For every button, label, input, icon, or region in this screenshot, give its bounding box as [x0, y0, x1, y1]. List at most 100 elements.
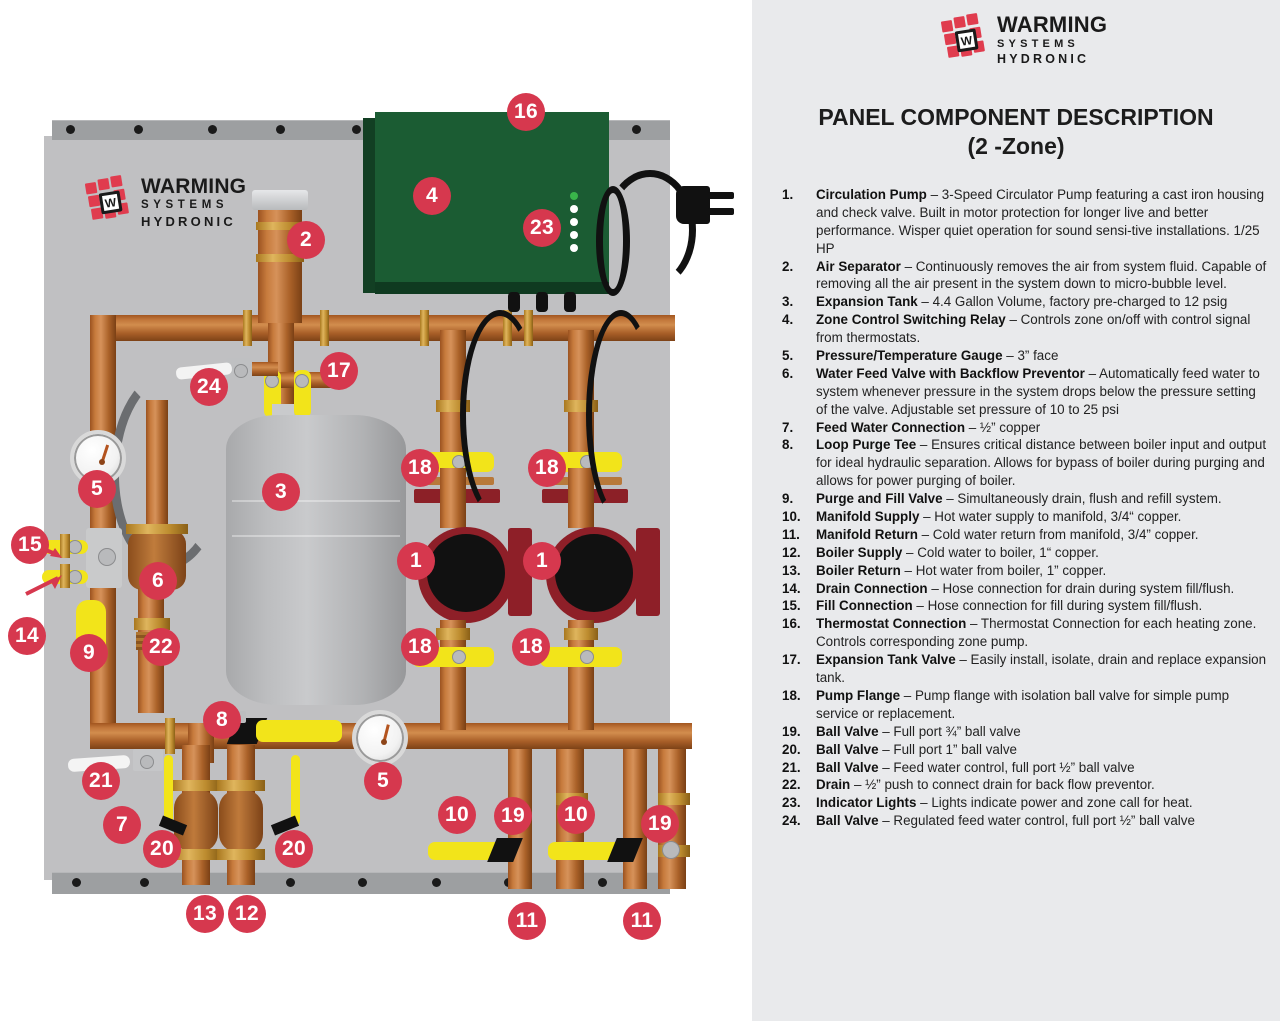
- right-elbow-pipe: [646, 723, 692, 749]
- callout-badge-fill-connection[interactable]: 15: [11, 526, 49, 564]
- ball-valve-20-left-body[interactable]: [174, 790, 218, 852]
- callout-badge-manifold-return-left[interactable]: 11: [508, 902, 546, 940]
- list-item-term: Drain Connection: [816, 580, 928, 596]
- callout-badge-loop-purge-tee[interactable]: 8: [203, 701, 241, 739]
- valve-nut-icon: [140, 755, 154, 769]
- callout-badge-drain-push-connect[interactable]: 22: [142, 628, 180, 666]
- callout-badge-gauge-upper[interactable]: 5: [78, 470, 116, 508]
- list-item-term: Boiler Return: [816, 562, 901, 578]
- pipe-collar: [172, 780, 220, 791]
- callout-badge-feed-water-ball-valve[interactable]: 21: [82, 762, 120, 800]
- list-item-description: – Cold water return from manifold, 3/4” …: [917, 526, 1199, 542]
- list-item-number: 22.: [782, 777, 801, 793]
- callout-badge-pump-flange-lower-right[interactable]: 18: [512, 628, 550, 666]
- list-item-term: Boiler Supply: [816, 544, 903, 560]
- list-item-body: Feed Water Connection – ½” copper: [816, 419, 1270, 437]
- list-item: 24.Ball Valve – Regulated feed water con…: [782, 812, 1270, 830]
- relay-conduit-knob: [564, 292, 576, 312]
- list-item-body: Expansion Tank – 4.4 Gallon Volume, fact…: [816, 293, 1270, 311]
- callout-badge-expansion-tank-valve[interactable]: 17: [320, 352, 358, 390]
- pipe-collar: [217, 849, 265, 860]
- list-item-number: 10.: [782, 509, 801, 525]
- list-item-number: 4.: [782, 312, 794, 328]
- list-item: 13.Boiler Return – Hot water from boiler…: [782, 562, 1270, 580]
- list-item-description: – Hot water supply to manifold, 3/4“ cop…: [919, 509, 1182, 525]
- page-title-line-2: (2 -Zone): [967, 133, 1065, 160]
- list-item-number: 12.: [782, 544, 801, 560]
- list-item-number: 21.: [782, 759, 801, 775]
- callout-badge-boiler-supply[interactable]: 12: [228, 895, 266, 933]
- list-item-description: – Hose connection for fill during system…: [912, 598, 1203, 614]
- pipe-collar: [165, 718, 175, 754]
- list-item-description: – Easily install, isolate, drain and rep…: [816, 652, 1267, 686]
- callout-badge-gauge-lower[interactable]: 5: [364, 762, 402, 800]
- valve-nut-icon: [68, 570, 82, 584]
- page-title: PANEL COMPONENT DESCRIPTION (2 -Zone): [752, 103, 1280, 162]
- callout-badge-regulated-feed-ball-valve[interactable]: 24: [190, 368, 228, 406]
- callout-badge-manifold-supply-right[interactable]: 10: [557, 796, 595, 834]
- callout-badge-indicator-lights[interactable]: 23: [523, 209, 561, 247]
- power-cord: [604, 170, 696, 290]
- indicator-led-power: [570, 192, 578, 200]
- ball-valve-20-right-body[interactable]: [219, 790, 263, 852]
- callout-badge-feed-water-connection[interactable]: 7: [103, 806, 141, 844]
- list-item-body: Expansion Tank Valve – Easily install, i…: [816, 651, 1270, 687]
- ball-valve-19-right-handle[interactable]: [548, 842, 628, 860]
- bolt-hole: [598, 878, 607, 887]
- callout-badge-ball-valve-1in-right[interactable]: 20: [275, 830, 313, 868]
- list-item-number: 20.: [782, 741, 801, 757]
- bolt-hole: [352, 125, 361, 134]
- pipe-collar: [564, 628, 598, 640]
- valve-nut-icon: [98, 548, 116, 566]
- list-item-term: Water Feed Valve with Backflow Preventor: [816, 365, 1085, 381]
- ball-valve-20-left-handle[interactable]: [164, 755, 173, 825]
- valve-nut-icon: [295, 374, 309, 388]
- loop-purge-tee-handle[interactable]: [256, 720, 342, 742]
- list-item-body: Thermostat Connection – Thermostat Conne…: [816, 615, 1270, 651]
- pipe-collar: [172, 849, 220, 860]
- list-item: 8.Loop Purge Tee – Ensures critical dist…: [782, 436, 1270, 490]
- callout-badge-thermostat-connection[interactable]: 16: [507, 93, 545, 131]
- list-item-body: Drain – ½” push to connect drain for bac…: [816, 776, 1270, 794]
- ball-valve-19-left-handle[interactable]: [428, 842, 508, 860]
- circulation-pump-right-face: [555, 534, 633, 612]
- callout-badge-purge-and-fill-valve[interactable]: 9: [70, 634, 108, 672]
- callout-badge-expansion-tank[interactable]: 3: [262, 473, 300, 511]
- list-item-description: – ½” copper: [965, 419, 1041, 435]
- bolt-hole: [66, 125, 75, 134]
- list-item-term: Fill Connection: [816, 598, 913, 614]
- component-description-list: 1.Circulation Pump – 3-Speed Circulator …: [782, 186, 1270, 830]
- list-item: 21.Ball Valve – Feed water control, full…: [782, 759, 1270, 777]
- tank-seam: [232, 500, 400, 502]
- callout-badge-pump-flange-upper-right[interactable]: 18: [528, 449, 566, 487]
- list-item-number: 3.: [782, 294, 794, 310]
- list-item-number: 5.: [782, 348, 794, 364]
- callout-badge-zone-control-switching-relay[interactable]: 4: [413, 177, 451, 215]
- list-item-body: Water Feed Valve with Backflow Preventor…: [816, 365, 1270, 419]
- callout-badge-ball-valve-34-right[interactable]: 19: [641, 805, 679, 843]
- list-item-description: – Regulated feed water control, full por…: [878, 813, 1195, 829]
- callout-badge-manifold-return-right[interactable]: 11: [623, 902, 661, 940]
- valve-nut-icon: [265, 374, 279, 388]
- list-item-term: Ball Valve: [816, 813, 879, 829]
- callout-badge-circulation-pump-left[interactable]: 1: [397, 542, 435, 580]
- callout-badge-water-feed-valve[interactable]: 6: [139, 562, 177, 600]
- callout-badge-ball-valve-34-left[interactable]: 19: [494, 797, 532, 835]
- list-item-description: – Thermostat Connection for each heating…: [816, 616, 1257, 650]
- callout-badge-pump-flange-lower-left[interactable]: 18: [401, 628, 439, 666]
- list-item: 5.Pressure/Temperature Gauge – 3” face: [782, 347, 1270, 365]
- indicator-led-3: [570, 231, 578, 239]
- callout-badge-drain-connection[interactable]: 14: [8, 617, 46, 655]
- callout-badge-air-separator[interactable]: 2: [287, 221, 325, 259]
- callout-badge-boiler-return[interactable]: 13: [186, 895, 224, 933]
- list-item-description: – 3-Speed Circulator Pump featuring a ca…: [816, 187, 1265, 256]
- ball-valve-20-right-handle[interactable]: [291, 755, 300, 825]
- callout-badge-manifold-supply-left[interactable]: 10: [438, 796, 476, 834]
- list-item-term: Indicator Lights: [816, 795, 917, 811]
- callout-badge-pump-flange-upper-left[interactable]: 18: [401, 449, 439, 487]
- list-item: 22. Drain – ½” push to connect drain for …: [782, 776, 1270, 794]
- callout-badge-ball-valve-1in-left[interactable]: 20: [143, 830, 181, 868]
- callout-badge-circulation-pump-right[interactable]: 1: [523, 542, 561, 580]
- list-item-description: – Feed water control, full port ½” ball …: [878, 759, 1135, 775]
- bolt-hole: [632, 125, 641, 134]
